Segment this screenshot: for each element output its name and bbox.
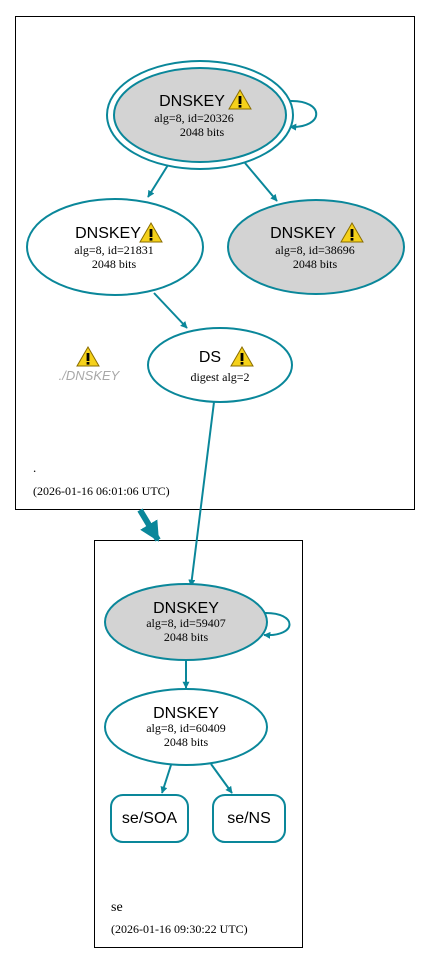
node-rr-soa[interactable]: se/SOA — [110, 794, 189, 843]
zone-se-timestamp: (2026-01-16 09:30:22 UTC) — [111, 922, 248, 936]
edge-zsk-se-to-soa — [160, 764, 172, 794]
node-rr-ns[interactable]: se/NS — [212, 794, 286, 843]
ds-title: DS — [199, 349, 221, 366]
ksk-se-line1: alg=8, id=59407 — [146, 616, 226, 630]
node-ksk-se[interactable]: DNSKEY alg=8, id=59407 2048 bits — [104, 583, 268, 661]
node-zsk-root[interactable]: DNSKEY alg=8, id=21831 2048 bits — [26, 198, 204, 296]
ksk-root-title: DNSKEY — [159, 93, 225, 110]
ksk-root-line1: alg=8, id=20326 — [154, 111, 234, 125]
edge-ksk-to-key-38696 — [244, 162, 278, 202]
node-zsk-se[interactable]: DNSKEY alg=8, id=60409 2048 bits — [104, 688, 268, 766]
node-ksk-root[interactable]: DNSKEY alg=8, id=20326 2048 bits — [106, 60, 294, 170]
node-missing-dnskey[interactable]: ./DNSKEY — [59, 346, 121, 383]
edge-zsk-se-to-ns — [210, 763, 233, 794]
edge-ksk-se-self-loop — [263, 611, 291, 639]
node-ds-se[interactable]: DS digest alg=2 — [147, 327, 293, 403]
zsk-se-line2: 2048 bits — [164, 735, 209, 749]
zone-se-box — [94, 540, 303, 948]
zsk-root-title: DNSKEY — [75, 225, 141, 242]
key-38696-title: DNSKEY — [270, 225, 336, 242]
key-38696-line2: 2048 bits — [293, 257, 338, 271]
key-38696-line1: alg=8, id=38696 — [275, 243, 355, 257]
rr-soa-label: se/SOA — [122, 810, 177, 827]
zsk-se-line1: alg=8, id=60409 — [146, 721, 226, 735]
ds-line1: digest alg=2 — [190, 370, 249, 384]
ksk-root-line2: 2048 bits — [180, 125, 225, 139]
zone-se-label: se — [111, 900, 123, 915]
zsk-root-line2: 2048 bits — [92, 257, 137, 271]
delegation-arrow — [137, 508, 161, 542]
edge-zsk-root-to-ds — [153, 292, 188, 329]
edge-ksk-self-loop — [289, 99, 318, 131]
missing-dnskey-label: ./DNSKEY — [59, 368, 121, 383]
edge-ds-to-ksk-se — [188, 401, 215, 587]
node-key-38696[interactable]: DNSKEY alg=8, id=38696 2048 bits — [227, 199, 405, 295]
zone-root-label: . — [33, 460, 36, 475]
ksk-se-line2: 2048 bits — [164, 630, 209, 644]
zsk-se-title: DNSKEY — [153, 705, 219, 722]
zone-root-timestamp: (2026-01-16 06:01:06 UTC) — [33, 484, 170, 498]
edge-ksk-to-zsk-root — [147, 164, 169, 198]
ksk-se-title: DNSKEY — [153, 600, 219, 617]
rr-ns-label: se/NS — [227, 810, 271, 827]
zsk-root-line1: alg=8, id=21831 — [74, 243, 154, 257]
warning-icon — [76, 346, 100, 367]
zone-root-box — [15, 16, 415, 510]
